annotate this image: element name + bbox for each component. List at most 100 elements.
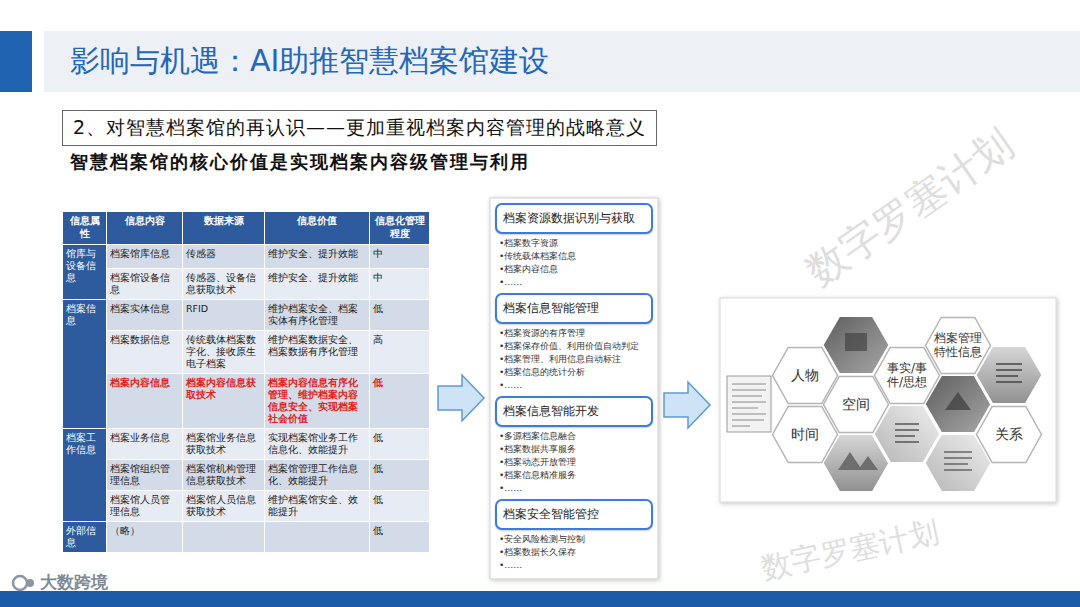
block-arrow: [664, 382, 710, 428]
cell-text: RFID: [183, 300, 264, 318]
stage-heading-box: 档案资源数据识别与获取: [495, 203, 653, 234]
bullet-item: •档案内容信息: [499, 263, 558, 275]
hexagon-shape: [824, 376, 889, 432]
cell-text: 档案馆机构管理信息获取技术: [183, 460, 264, 490]
subheading-box: 2、对智慧档案馆的再认识——更加重视档案内容管理的战略意义: [62, 110, 657, 146]
hexagon-shape: [977, 406, 1042, 462]
cell-text: 档案信息: [63, 300, 106, 330]
title-accent-bar: [0, 31, 32, 92]
node-text: 档案安全智能管控: [503, 506, 645, 523]
cell-text: 馆库与设备信息: [63, 245, 106, 287]
table-cell: 馆库与设备信息: [63, 245, 107, 300]
hexagon-shape: [926, 317, 991, 373]
photo-detail: [944, 452, 972, 470]
table-cell: 低: [370, 460, 430, 491]
table-cell: 维护安全、提升效能: [265, 245, 370, 269]
node-text: 档案信息智能管理: [503, 300, 645, 317]
node-text: 时间: [781, 426, 829, 443]
cell-text: 档案内容信息获取技术: [183, 374, 264, 404]
node-text: 关系: [985, 426, 1033, 443]
table-cell: 信息内容: [107, 212, 183, 245]
table-cell: 档案馆业务信息获取技术: [183, 429, 265, 460]
table-cell: 维护安全、提升效能: [265, 269, 370, 300]
table-cell: 维护档案馆安全、效能提升: [265, 491, 370, 522]
cell-text: 档案馆组织管理信息: [107, 460, 182, 490]
cell-text: 档案数据信息: [107, 331, 182, 349]
key-statement: 智慧档案馆的核心价值是实现档案内容级管理与利用: [70, 150, 530, 174]
photo-detail: [945, 392, 971, 410]
table-cell: 档案数据信息: [107, 331, 183, 374]
bullet-item: •传统载体档案信息: [499, 250, 576, 262]
node-text: 档案管理特性信息: [934, 331, 982, 360]
cell-text: 信息属性: [63, 212, 106, 243]
cell-text: 传统载体档案数字化、接收原生电子档案: [183, 331, 264, 373]
photo-detail: [845, 333, 867, 351]
table-cell: 维护档案数据安全、档案数据有序化管理: [265, 331, 370, 374]
cell-text: 信息价值: [265, 212, 369, 231]
bullet-item: •档案数字资源: [499, 237, 558, 249]
table-cell: [265, 522, 370, 553]
table-cell: （略）: [107, 522, 183, 553]
cell-text: 维护档案安全、档案实体有序化管理: [265, 300, 369, 330]
table-cell: 数据来源: [183, 212, 265, 245]
logo-icon: [13, 576, 27, 590]
node-text: 档案资源数据识别与获取: [503, 210, 645, 227]
bullet-item: •档案数据长久保存: [499, 546, 576, 558]
cell-text: 档案馆人员管理信息: [107, 491, 182, 521]
logo-icon: [26, 579, 34, 587]
table-cell: 档案实体信息: [107, 300, 183, 331]
table-cell: 低: [370, 491, 430, 522]
title-band: [44, 31, 1080, 92]
table-cell: 信息化管理程度: [370, 212, 430, 245]
cell-text: 档案馆管理工作信息化、效能提升: [265, 460, 369, 490]
table-cell: 信息属性: [63, 212, 107, 245]
table-cell: 档案馆人员管理信息: [107, 491, 183, 522]
cell-text: 维护档案数据安全、档案数据有序化管理: [265, 331, 369, 361]
stage-heading-box: 档案信息智能开发: [495, 396, 653, 427]
cell-text: 档案馆人员信息获取技术: [183, 491, 264, 521]
cell-text: 信息化管理程度: [370, 212, 429, 243]
cell-text: 实现档案馆业务工作信息化、效能提升: [265, 429, 369, 459]
cell-text: 传感器: [183, 245, 264, 263]
middle-panel: [490, 198, 658, 579]
cell-text: 档案内容信息有序化管理、维护档案内容信息安全、实现档案社会价值: [265, 374, 369, 428]
table-cell: 档案馆机构管理信息获取技术: [183, 460, 265, 491]
photo-detail: [838, 452, 878, 470]
cell-text: 低: [370, 460, 429, 478]
bullet-item: •档案管理、利用信息自动标注: [499, 353, 621, 365]
photo-detail: [996, 364, 1022, 382]
cell-text: 档案馆设备信息: [107, 269, 182, 299]
cell-text: 档案实体信息: [107, 300, 182, 318]
bullet-item: •……: [499, 559, 522, 571]
cell-text: 数据来源: [183, 212, 264, 231]
cell-text: 档案业务信息: [107, 429, 182, 447]
cell-text: （略）: [107, 522, 182, 540]
table-cell: 档案工作信息: [63, 429, 107, 522]
cell-text: 传感器、设备信息获取技术: [183, 269, 264, 299]
bullet-item: •档案数据共享服务: [499, 443, 576, 455]
table-cell: 传感器、设备信息获取技术: [183, 269, 265, 300]
bullet-item: •档案信息精准服务: [499, 469, 576, 481]
node-text: 人物: [781, 367, 829, 384]
watermark: 数字罗塞计划: [796, 116, 1024, 299]
cell-text: 维护档案馆安全、效能提升: [265, 491, 369, 521]
node-text: 空间: [832, 396, 880, 413]
table-cell: 档案馆库信息: [107, 245, 183, 269]
table-cell: 中: [370, 245, 430, 269]
bullet-item: •……: [499, 379, 522, 391]
table-cell: 档案馆组织管理信息: [107, 460, 183, 491]
cell-text: 信息内容: [107, 212, 182, 231]
block-arrow: [438, 375, 484, 421]
table-cell: 档案馆设备信息: [107, 269, 183, 300]
table-cell: 低: [370, 374, 430, 429]
dimension-hexagon: 档案管理特性信息: [924, 316, 992, 375]
table-cell: 档案内容信息获取技术: [183, 374, 265, 429]
node-text: 事实/事件/思想: [883, 361, 931, 390]
table-cell: 档案馆管理工作信息化、效能提升: [265, 460, 370, 491]
cell-text: 中: [370, 269, 429, 287]
watermark: 数字罗塞计划: [758, 512, 943, 590]
bullet-item: •档案动态开放管理: [499, 456, 576, 468]
cell-text: 低: [370, 374, 429, 392]
table-cell: [183, 522, 265, 553]
slide-title: 影响与机遇：AI助推智慧档案馆建设: [70, 41, 549, 81]
